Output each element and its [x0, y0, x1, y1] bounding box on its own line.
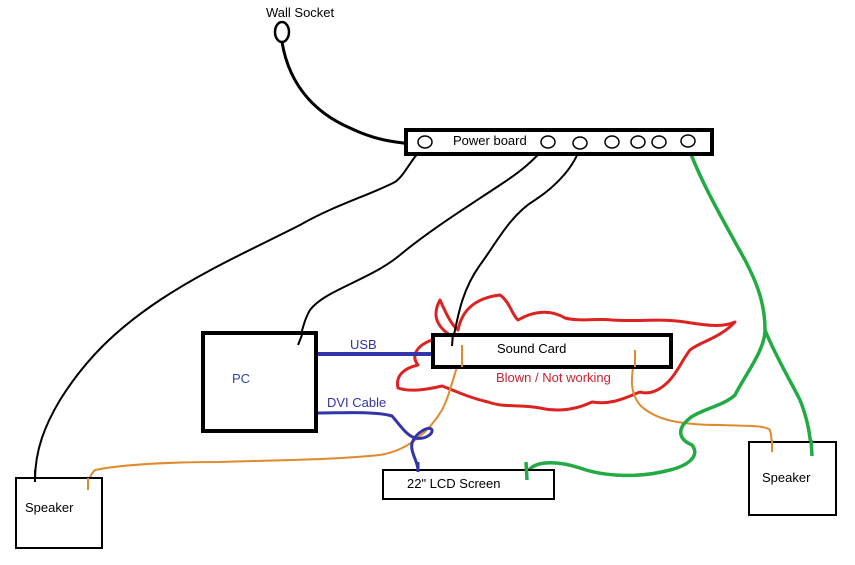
lcd-green-end [524, 461, 529, 481]
wall-socket-label: Wall Socket [266, 5, 335, 20]
usb-label: USB [350, 337, 377, 352]
power-board-label: Power board [453, 133, 527, 148]
socket-4 [604, 135, 620, 149]
audio-cable-left-speaker [87, 351, 463, 489]
lcd-screen-label: 22" LCD Screen [407, 476, 501, 491]
pc-power-cable [297, 142, 549, 346]
speaker-right-box [748, 441, 837, 516]
speaker-left-power-cable [34, 144, 426, 481]
pc-label: PC [232, 371, 250, 386]
audio-cable-right-speaker [630, 351, 773, 453]
socket-5 [630, 135, 646, 149]
pc-box [201, 331, 318, 433]
dvi-cable [315, 411, 434, 471]
speaker-left-box [15, 477, 103, 549]
socket-1 [417, 135, 433, 149]
socket-2 [540, 135, 556, 149]
wall-socket-cable [280, 41, 421, 147]
sound-card-label: Sound Card [497, 341, 566, 356]
wall-socket-plug [273, 20, 291, 44]
speaker-left-label: Speaker [25, 500, 74, 515]
pc-power-cable-end [297, 334, 303, 346]
dvi-cable-label: DVI Cable [327, 395, 386, 410]
socket-6 [651, 135, 667, 149]
socket-7 [680, 134, 696, 148]
blown-scribble [395, 293, 737, 412]
sound-card-box [431, 333, 673, 369]
socket-3 [572, 136, 588, 150]
green-cable [524, 145, 814, 478]
speaker-right-label: Speaker [762, 470, 811, 485]
sound-card-power-end [451, 332, 454, 347]
blown-label: Blown / Not working [496, 370, 611, 385]
sound-card-power-cable [451, 146, 581, 346]
speaker-right-green-end [809, 439, 814, 457]
